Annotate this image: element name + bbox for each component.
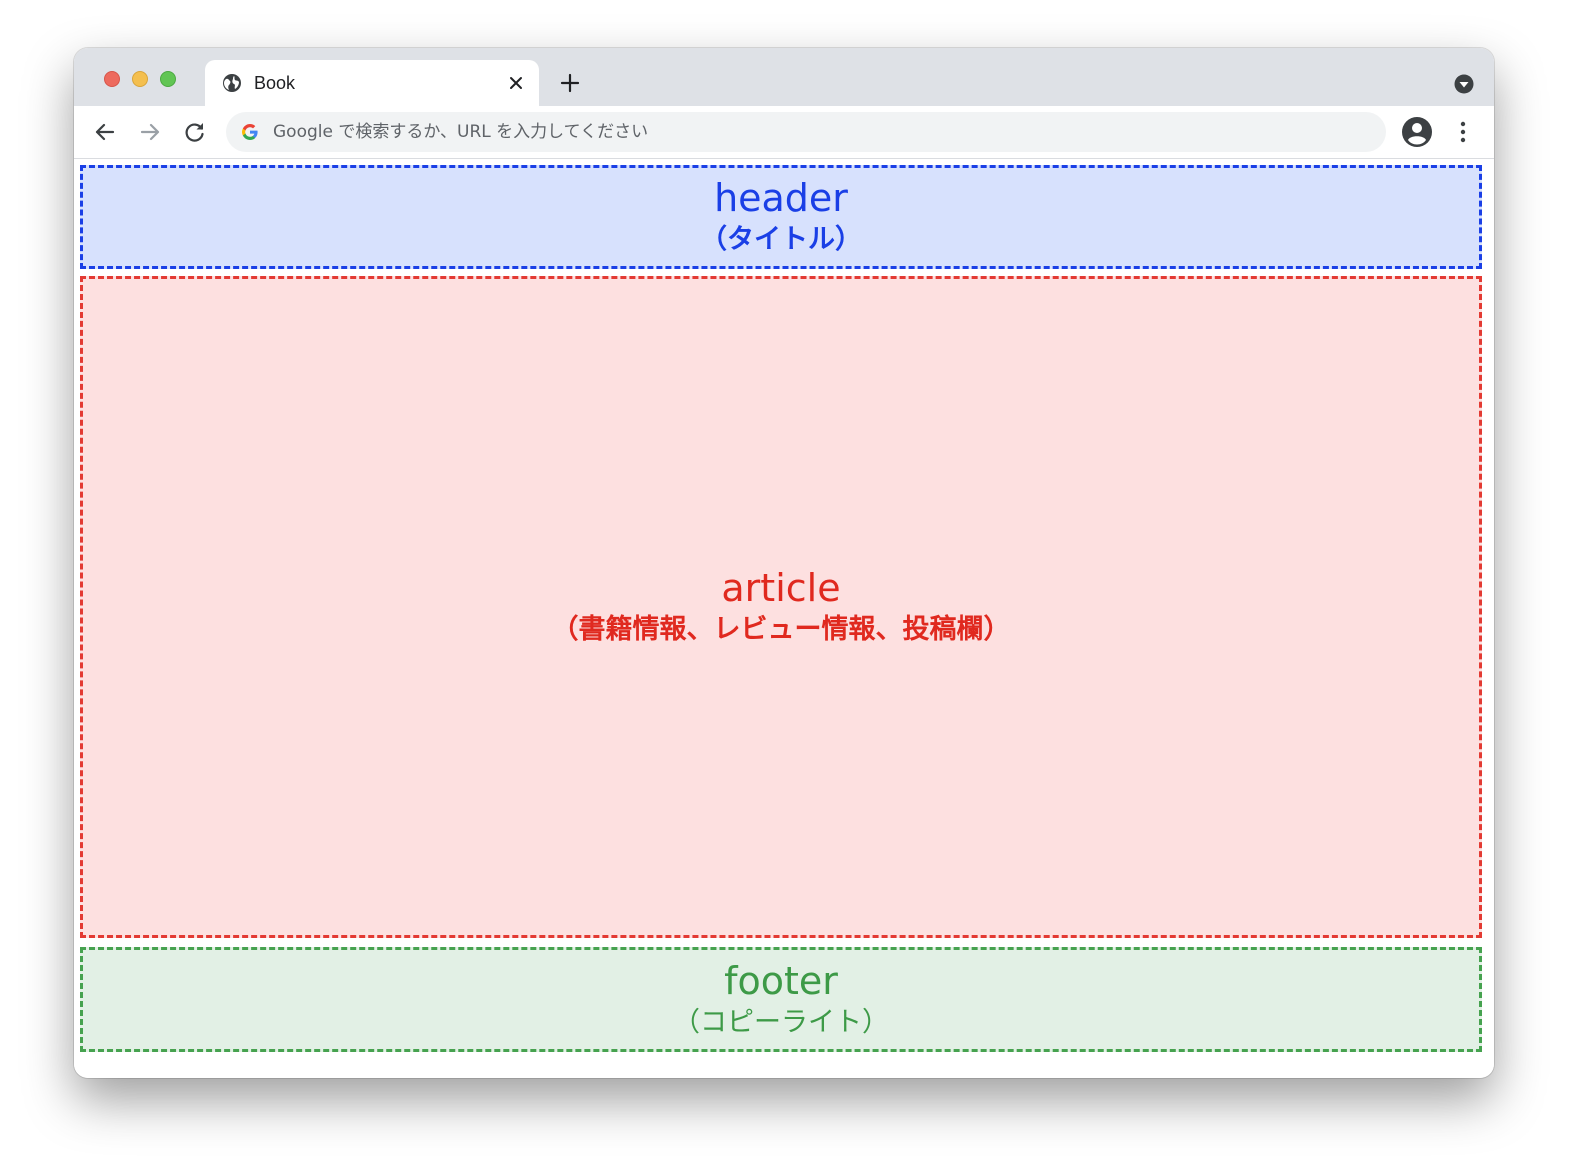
article-region: article （書籍情報、レビュー情報、投稿欄） (80, 276, 1482, 938)
toolbar: Google で検索するか、URL を入力してください (74, 106, 1494, 159)
header-region: header （タイトル） (80, 165, 1482, 269)
globe-icon (223, 74, 241, 92)
tab-book[interactable]: Book (205, 60, 539, 106)
tab-title: Book (254, 73, 296, 93)
minimize-window-button[interactable] (132, 71, 148, 87)
close-icon[interactable] (507, 74, 525, 92)
google-g-icon (242, 124, 258, 140)
header-title: header (714, 176, 848, 220)
tab-strip: Book (74, 48, 1494, 106)
menu-dots-icon[interactable] (1452, 119, 1474, 145)
footer-region: footer （コピーライト） (80, 947, 1482, 1052)
reload-icon[interactable] (182, 119, 208, 145)
browser-window: Book (74, 48, 1494, 1078)
tab-search-chevron-icon[interactable] (1454, 74, 1474, 94)
footer-subtitle: （コピーライト） (673, 1006, 889, 1038)
footer-title: footer (724, 958, 838, 1003)
page-content: header （タイトル） article （書籍情報、レビュー情報、投稿欄） … (74, 159, 1494, 1078)
forward-arrow-icon[interactable] (137, 119, 163, 145)
maximize-window-button[interactable] (160, 71, 176, 87)
new-tab-plus-icon[interactable] (559, 72, 581, 94)
address-bar-placeholder: Google で検索するか、URL を入力してください (273, 122, 649, 142)
header-subtitle: （タイトル） (700, 224, 862, 255)
profile-avatar-icon[interactable] (1401, 116, 1433, 148)
article-subtitle: （書籍情報、レビュー情報、投稿欄） (551, 614, 1011, 645)
address-bar[interactable]: Google で検索するか、URL を入力してください (226, 112, 1386, 152)
article-title: article (721, 566, 841, 610)
close-window-button[interactable] (104, 71, 120, 87)
back-arrow-icon[interactable] (92, 119, 118, 145)
